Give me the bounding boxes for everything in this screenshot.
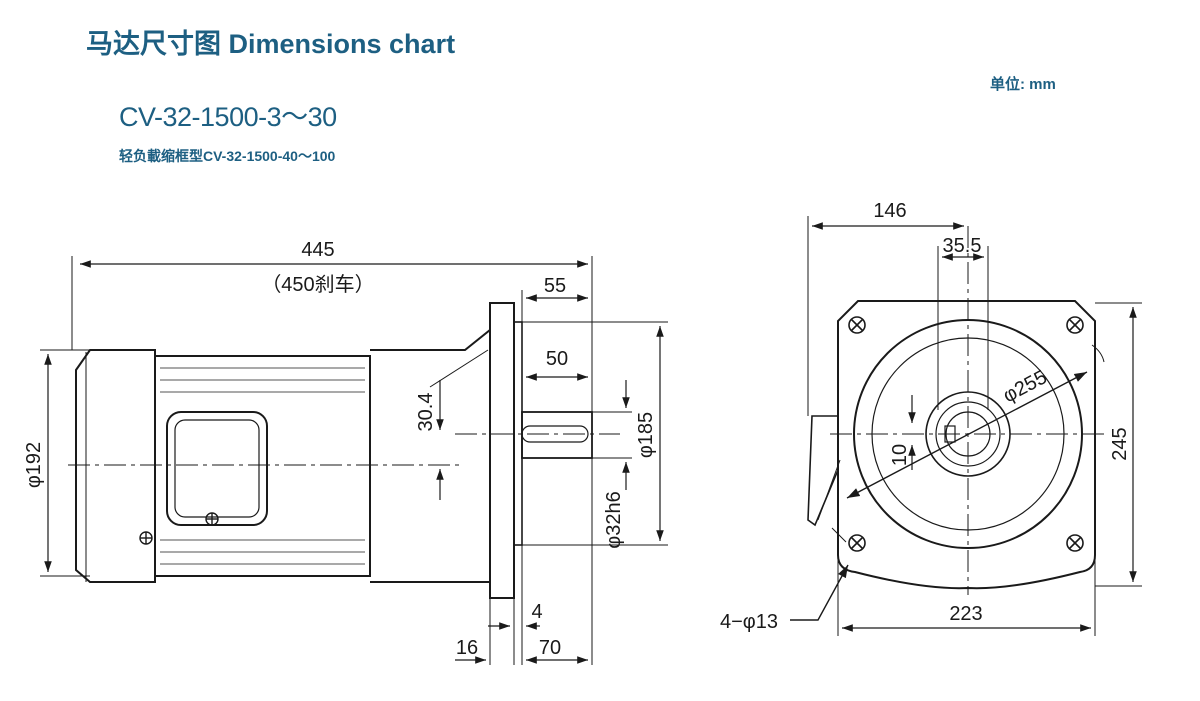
dim-223: 223 <box>949 603 982 625</box>
mounting-hole <box>1066 316 1084 334</box>
dim-35-5: 35.5 <box>943 235 982 257</box>
dim-245: 245 <box>1109 427 1131 460</box>
dim-16: 16 <box>456 637 478 659</box>
dim-445: 445 <box>301 239 334 261</box>
dim-phi255: φ255 <box>1000 366 1051 407</box>
dim-55: 55 <box>544 275 566 297</box>
flange <box>489 302 515 599</box>
unit-label: 单位: mm <box>990 76 1056 93</box>
dim-30-4: 30.4 <box>415 393 437 432</box>
dim-146: 146 <box>873 200 906 222</box>
mounting-hole <box>848 534 866 552</box>
dim-phi32h6: φ32h6 <box>603 491 625 548</box>
model-subtitle: 轻负載缩框型CV-32-1500-40～100 <box>119 148 336 164</box>
dim-50: 50 <box>546 348 568 370</box>
output-shaft <box>521 411 593 459</box>
end-terminal-box <box>807 415 839 527</box>
model-title: CV-32-1500-3～30 <box>119 102 337 132</box>
end-view <box>790 216 1142 636</box>
terminal-box <box>166 411 268 526</box>
dim-70: 70 <box>539 637 561 659</box>
page-title: 马达尺寸图 Dimensions chart <box>86 29 456 59</box>
dim-4: 4 <box>531 601 542 623</box>
dim-4-phi13: 4−φ13 <box>720 611 778 633</box>
mounting-hole <box>1066 534 1084 552</box>
gearbox-body <box>370 327 491 583</box>
dim-phi185: φ185 <box>635 412 657 458</box>
mounting-hole <box>848 316 866 334</box>
side-view <box>40 256 668 665</box>
dim-450-brake: （450刹车） <box>261 273 374 296</box>
dim-phi192: φ192 <box>23 442 45 488</box>
square-flange <box>837 300 1096 590</box>
dim-10: 10 <box>889 444 911 466</box>
motor-end-cap <box>75 349 156 583</box>
motor-body <box>155 355 371 577</box>
